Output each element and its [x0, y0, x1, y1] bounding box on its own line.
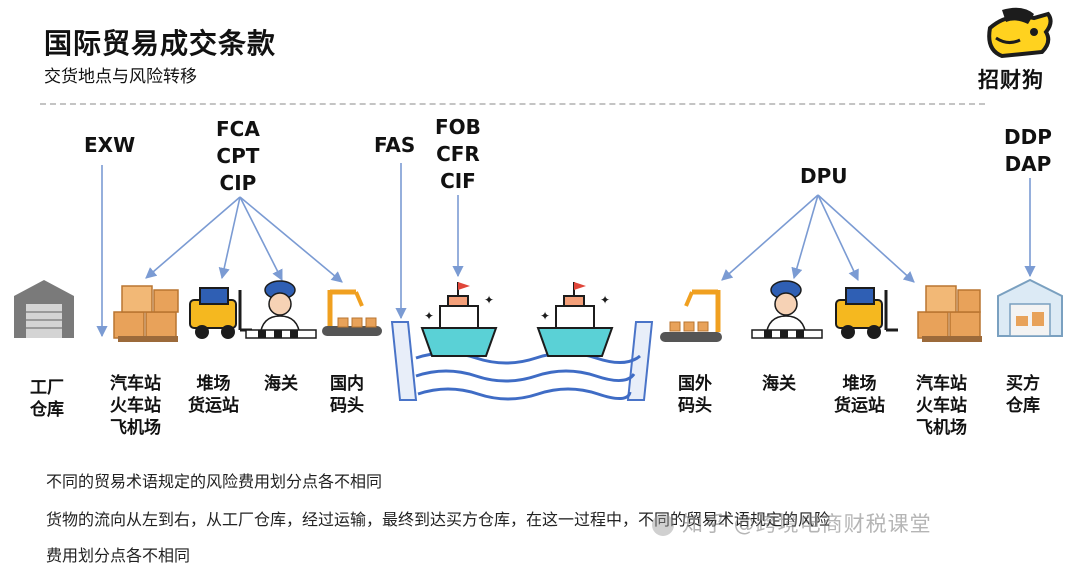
customs-officer-icon [245, 280, 317, 339]
term-group-ddp: DDP DAP [1004, 124, 1052, 178]
cargo-ship-icon: ✦ ✦ [420, 282, 498, 357]
arrow-fca-stations [145, 196, 241, 279]
svg-text:✦: ✦ [600, 293, 610, 307]
location-foreign-port-line1: 国外 [678, 374, 712, 394]
term-fas: FAS [374, 132, 415, 159]
dock-left [390, 321, 418, 401]
cargo-ship-icon: ✦ ✦ [536, 282, 614, 357]
term-fas-label: FAS [374, 133, 416, 157]
location-stations-right-line3: 飞机场 [916, 418, 967, 438]
location-stations-right-line2: 火车站 [916, 396, 967, 416]
location-buyer: 买方 仓库 [1006, 373, 1040, 417]
svg-text:✦: ✦ [540, 309, 550, 323]
location-yard-left: 堆场 货运站 [188, 373, 239, 417]
location-stations-right-line1: 汽车站 [916, 374, 967, 394]
location-domestic-port: 国内 码头 [330, 373, 364, 417]
term-group-fca: FCA CPT CIP [216, 116, 260, 197]
location-foreign-port: 国外 码头 [678, 373, 712, 417]
term-dap: DAP [1004, 152, 1052, 176]
location-yard-left-line1: 堆场 [196, 374, 231, 394]
warehouse-icon [14, 280, 74, 338]
dock-right [626, 321, 654, 401]
location-stations-right: 汽车站 火车站 飞机场 [916, 373, 967, 439]
sea-waves [415, 351, 641, 401]
term-cip: CIP [219, 171, 257, 195]
customs-officer-icon [751, 280, 823, 339]
arrow-dpu-port [721, 194, 819, 281]
page-subtitle: 交货地点与风险转移 [44, 67, 197, 87]
location-customs-right: 海关 [762, 373, 796, 395]
term-fob: FOB [435, 115, 481, 139]
term-cpt: CPT [216, 144, 260, 168]
page-title: 国际贸易成交条款 [44, 27, 277, 60]
location-buyer-line1: 买方 [1006, 374, 1040, 394]
term-group-fob: FOB CFR CIF [435, 114, 481, 195]
arrow-dpu-customs [791, 194, 819, 280]
term-cif: CIF [440, 169, 476, 193]
location-customs-left: 海关 [264, 373, 298, 395]
location-foreign-port-line2: 码头 [678, 396, 712, 416]
location-buyer-line2: 仓库 [1006, 396, 1040, 416]
location-yard-left-line2: 货运站 [188, 396, 239, 416]
term-exw: EXW [84, 132, 135, 159]
term-dpu: DPU [800, 163, 848, 190]
watermark-icon [652, 514, 674, 536]
arrow-fca-customs [239, 196, 283, 281]
port-crane-conveyor-icon [322, 289, 382, 336]
location-stations-left-line3: 飞机场 [110, 418, 161, 438]
location-yard-right-line1: 堆场 [842, 374, 877, 394]
location-stations-left: 汽车站 火车站 飞机场 [110, 373, 161, 439]
arrow-fca-port [239, 196, 343, 283]
term-ddp: DDP [1004, 125, 1052, 149]
cargo-boxes-icon [113, 285, 179, 342]
logo-text: 招财狗 [978, 68, 1044, 92]
term-arrows [96, 163, 1036, 338]
location-factory-line2: 仓库 [30, 400, 64, 420]
port-crane-conveyor-icon [660, 289, 722, 342]
location-customs-left-line1: 海关 [264, 374, 298, 394]
watermark: 知乎 @跨境电商财税课堂 [652, 508, 932, 538]
term-exw-label: EXW [84, 133, 136, 157]
term-fca: FCA [216, 117, 260, 141]
location-factory-line1: 工厂 [30, 378, 64, 398]
cargo-boxes-icon [917, 285, 982, 342]
term-cfr: CFR [436, 142, 480, 166]
location-stations-left-line1: 汽车站 [110, 374, 161, 394]
svg-text:✦: ✦ [484, 293, 494, 307]
arrow-fca-yard [218, 196, 241, 280]
location-domestic-port-line2: 码头 [330, 396, 364, 416]
location-yard-right-line2: 货运站 [834, 396, 885, 416]
location-factory: 工厂 仓库 [30, 377, 64, 421]
arrow-dpu-stations [817, 194, 915, 283]
location-yard-right: 堆场 货运站 [834, 373, 885, 417]
forklift-icon [189, 287, 252, 339]
note-line-1: 不同的贸易术语规定的风险费用划分点各不相同 [46, 472, 383, 491]
svg-text:✦: ✦ [424, 309, 434, 323]
divider [40, 103, 985, 105]
note-line-2: 货物的流向从左到右，从工厂仓库，经过运输，最终到达买方仓库，在这一过程中，不同的… [46, 510, 831, 529]
yellow-dog-logo-icon [987, 7, 1053, 59]
arrow-dpu-yard [817, 194, 859, 282]
location-customs-right-line1: 海关 [762, 374, 796, 394]
note-line-3: 费用划分点各不相同 [46, 546, 191, 565]
watermark-text: 知乎 @跨境电商财税课堂 [682, 512, 932, 536]
location-domestic-port-line1: 国内 [330, 374, 364, 394]
buyer-warehouse-icon [997, 278, 1063, 337]
forklift-icon [835, 287, 898, 339]
term-dpu-label: DPU [800, 164, 848, 188]
location-stations-left-line2: 火车站 [110, 396, 161, 416]
